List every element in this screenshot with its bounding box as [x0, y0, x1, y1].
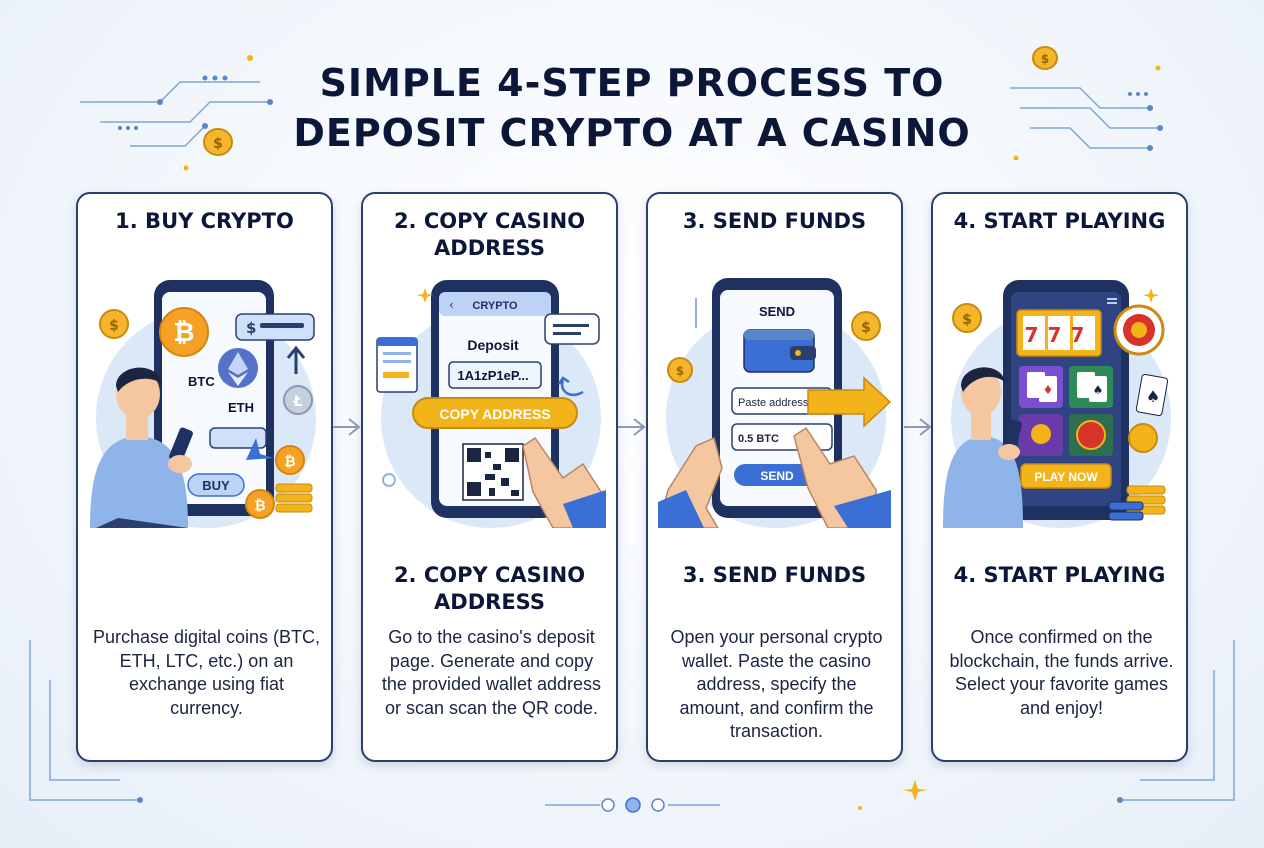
arrow-right-icon — [333, 418, 361, 436]
copy-address-label: COPY ADDRESS — [439, 406, 550, 422]
send-screen-title: SEND — [759, 304, 795, 319]
person-illustration — [90, 367, 193, 528]
copy-address-illustration: ‹ CRYPTO Deposit 1A1zP1eP... COPY ADDRES… — [376, 280, 606, 528]
title-line-1: SIMPLE 4-STEP PROCESS TO — [319, 61, 945, 105]
svg-text:$: $ — [109, 318, 119, 334]
arrow-right-icon — [618, 418, 646, 436]
step-heading: 2. COPY CASINO ADDRESS — [393, 209, 586, 260]
svg-text:♠: ♠ — [1146, 387, 1160, 406]
address-input-value: Paste address... — [738, 397, 818, 409]
litecoin-icon: Ł — [283, 385, 313, 415]
ethereum-icon — [218, 348, 258, 388]
play-now-button — [1020, 463, 1112, 489]
cards-icon: ♦ ♠ — [1019, 366, 1113, 456]
step-description: Open your personal crypto wallet. Paste … — [670, 627, 883, 741]
svg-text:$: $ — [676, 364, 684, 378]
arrow-right-icon — [807, 376, 891, 428]
step-description: Once confirmed on the blockchain, the fu… — [949, 627, 1174, 718]
svg-text:$: $ — [861, 320, 871, 336]
send-funds-illustration: SEND Paste address... 0.5 BTC SEND $ $ — [658, 278, 891, 528]
send-button — [734, 464, 820, 486]
step-subheading: 4. START PLAYING — [953, 563, 1166, 587]
title-line-2: DEPOSIT CRYPTO AT A CASINO — [293, 111, 971, 155]
sparkle-icon — [903, 780, 927, 801]
qr-code-icon — [462, 443, 524, 501]
slot-machine-icon: 777 — [1016, 309, 1102, 357]
start-playing-illustration: 777 ♦ ♠ PLAY NOW ♠ — [943, 280, 1171, 528]
arrow-right-icon — [904, 418, 932, 436]
amount-input-value: 0.5 BTC — [738, 433, 779, 445]
buy-button — [187, 473, 245, 497]
step-description: Purchase digital coins (BTC, ETH, LTC, e… — [92, 627, 321, 718]
svg-text:$: $ — [213, 136, 223, 152]
svg-text:₿: ₿ — [173, 318, 194, 348]
step-heading: 1. BUY CRYPTO — [115, 209, 294, 233]
app-header: CRYPTO — [472, 300, 518, 312]
bitcoin-icon: ₿ — [159, 307, 209, 357]
step-card-buy-crypto: 1. BUY CRYPTO ₿ BTC ETH $ Ł BUY — [76, 192, 333, 762]
svg-text:♦: ♦ — [1043, 383, 1054, 397]
pagination-dots — [601, 797, 665, 813]
roulette-icon — [1113, 304, 1165, 356]
page-title: SIMPLE 4-STEP PROCESS TO DEPOSIT CRYPTO … — [0, 58, 1264, 158]
eth-label: ETH — [228, 400, 254, 415]
step-card-start-playing: 4. START PLAYING 777 ♦ ♠ — [931, 192, 1188, 762]
address-value: 1A1zP1eP... — [457, 368, 528, 383]
step-description: Go to the casino's deposit page. Generat… — [381, 627, 602, 718]
step-subheading: 2. COPY CASINO ADDRESS — [393, 563, 586, 614]
svg-text:₿: ₿ — [284, 454, 295, 470]
wallet-icon — [743, 329, 816, 373]
step-heading: 4. START PLAYING — [953, 209, 1166, 233]
send-button-label: SEND — [760, 469, 794, 483]
step-card-copy-address: 2. COPY CASINO ADDRESS ‹ CRYPTO Deposit … — [361, 192, 618, 762]
svg-text:♠: ♠ — [1093, 383, 1104, 397]
buy-crypto-illustration: ₿ BTC ETH $ Ł BUY $ — [90, 280, 316, 528]
coin-icon: $ — [203, 128, 233, 156]
svg-text:$: $ — [1041, 52, 1049, 66]
svg-text:Ł: Ł — [293, 394, 303, 410]
step-subheading: 3. SEND FUNDS — [682, 563, 867, 587]
svg-text:₿: ₿ — [254, 498, 265, 514]
slot-symbols: 777 — [1025, 323, 1094, 347]
svg-text:$: $ — [962, 312, 972, 328]
step-heading: 3. SEND FUNDS — [682, 209, 867, 233]
address-field — [448, 361, 542, 389]
coin-icon: $ — [1032, 46, 1058, 70]
copy-address-button — [412, 397, 578, 429]
hand-pointer-icon — [522, 436, 606, 528]
dollar-coin-icon: $ — [99, 309, 129, 339]
deposit-label: Deposit — [467, 337, 519, 353]
btc-label: BTC — [188, 374, 215, 389]
svg-text:‹: ‹ — [449, 298, 454, 312]
buy-button-label: BUY — [202, 478, 230, 493]
play-now-label: PLAY NOW — [1034, 470, 1098, 484]
step-card-send-funds: 3. SEND FUNDS SEND Paste address... 0.5 … — [646, 192, 903, 762]
svg-text:$: $ — [246, 319, 256, 337]
person-illustration — [943, 367, 1023, 528]
